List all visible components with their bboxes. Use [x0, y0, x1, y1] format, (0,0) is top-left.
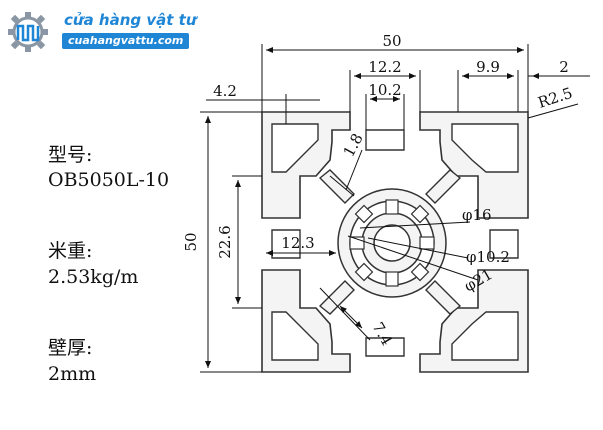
dim-slot-inner: 10.2 [368, 81, 401, 99]
dim-depth: 22.6 [216, 225, 234, 258]
dim-flange: 9.9 [476, 58, 500, 76]
dim-overall-width: 50 [382, 32, 401, 50]
weight-label: 米重: [48, 240, 93, 262]
dimension-lines [200, 44, 590, 373]
dim-slot-outer: 12.2 [368, 58, 401, 76]
dim-radius: R2.5 [536, 84, 575, 112]
brand-site-url[interactable]: cuahangvattu.com [62, 33, 190, 49]
dim-web: 1.8 [340, 130, 367, 160]
brand-name: cửa hàng vật tư [64, 11, 197, 29]
dim-core-dia: φ16 [462, 206, 492, 224]
dim-lip: 4.2 [213, 82, 237, 100]
gear-logo-icon [8, 12, 48, 52]
dim-core-offset: 12.3 [281, 234, 314, 252]
profile-cavities [271, 123, 519, 361]
dim-overall-height: 50 [182, 232, 200, 251]
weight-value: 2.53kg/m [48, 266, 139, 288]
model-value: OB5050L-10 [48, 169, 170, 191]
dim-bore-dia: φ10.2 [466, 248, 510, 266]
profile-webs [318, 169, 462, 315]
wall-thickness-value: 2mm [48, 363, 97, 385]
brand-logo[interactable]: cửa hàng vật tư cuahangvattu.com [6, 6, 197, 54]
model-label: 型号: [48, 144, 93, 166]
dim-wall: 2 [559, 58, 569, 76]
wall-thickness-label: 壁厚: [48, 337, 93, 359]
